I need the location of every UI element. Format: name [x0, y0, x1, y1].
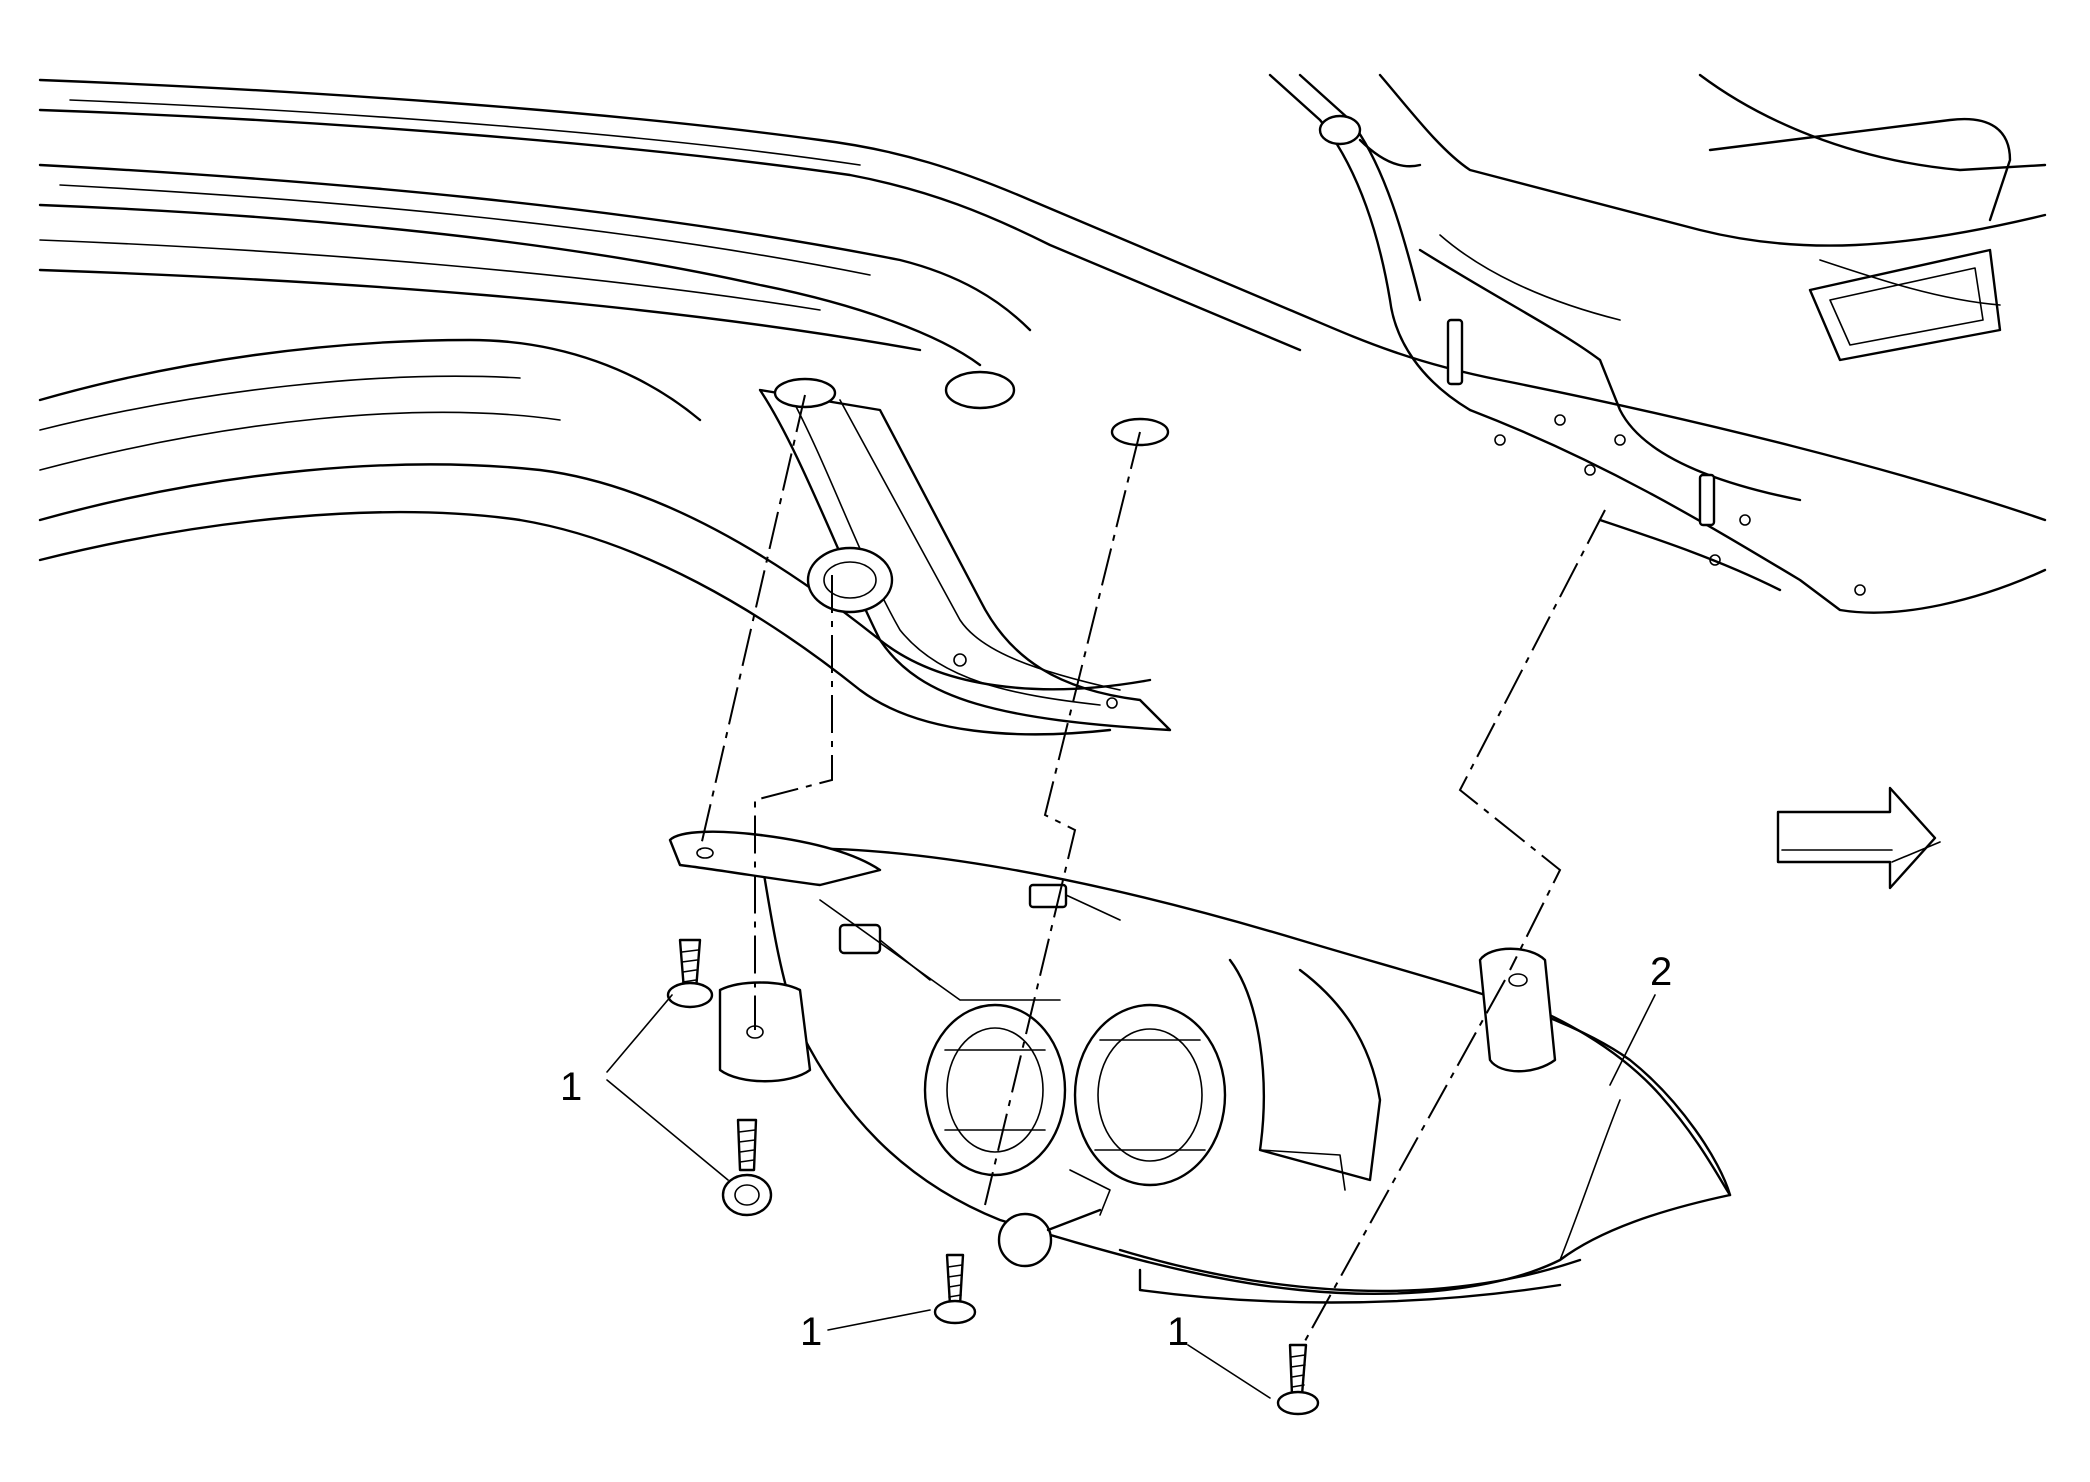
alignment-lines: [699, 394, 1606, 1351]
bolt-top-left: [666, 938, 714, 1009]
bolt-mid-left: [721, 1118, 773, 1217]
callout-2: 2: [1650, 950, 1672, 994]
leader-lines: [606, 994, 1656, 1399]
fasteners: [666, 938, 1320, 1416]
headlamp-assembly: [668, 830, 1732, 1304]
vehicle-front-structure: [38, 73, 2047, 736]
callout-1-bottom-center: 1: [800, 1310, 822, 1354]
bolt-bottom-center: [933, 1253, 977, 1325]
callout-1-bottom-right: 1: [1167, 1310, 1189, 1354]
bolt-bottom-right: [1276, 1343, 1320, 1416]
callout-1-left: 1: [560, 1065, 582, 1109]
arrow-right-icon: [1776, 786, 1941, 890]
